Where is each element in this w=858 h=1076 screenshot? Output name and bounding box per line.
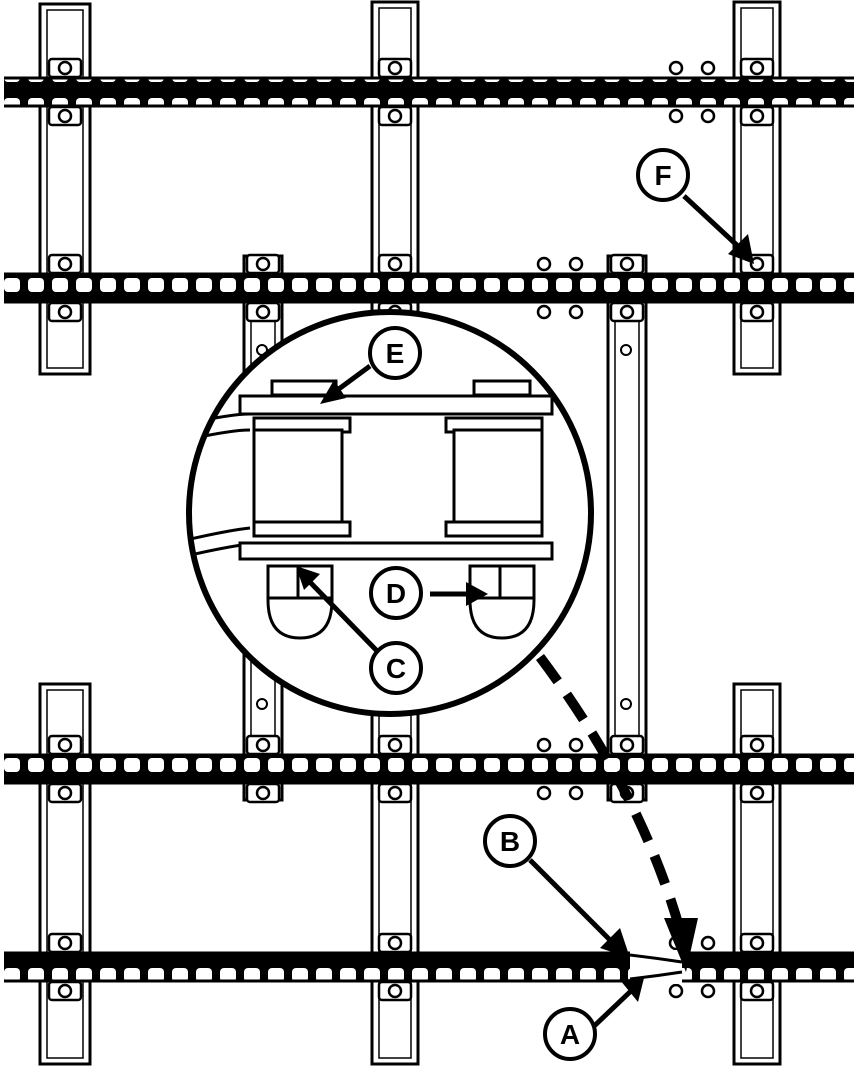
dashed-connector-arrowhead bbox=[664, 918, 698, 972]
callout-e: E bbox=[368, 326, 422, 380]
slat bbox=[606, 254, 648, 802]
detail-magnifier bbox=[186, 309, 594, 717]
slat-attachment bbox=[245, 253, 281, 323]
connecting-link-clip bbox=[700, 60, 716, 124]
slat-attachment bbox=[377, 734, 413, 804]
slat-attachment bbox=[739, 734, 775, 804]
slat-attachment bbox=[739, 253, 775, 323]
callout-f-label: F bbox=[654, 160, 671, 191]
slat-attachment bbox=[47, 734, 83, 804]
connecting-link-clip bbox=[568, 256, 584, 320]
roller-chain bbox=[4, 951, 854, 983]
chain-group bbox=[4, 57, 854, 1002]
callout-a-label: A bbox=[560, 1019, 580, 1050]
callout-d-label: D bbox=[386, 578, 406, 609]
detail-chain-link bbox=[191, 379, 554, 640]
slat-attachment bbox=[245, 734, 281, 804]
roller-chain bbox=[4, 76, 854, 108]
slat-attachment bbox=[47, 253, 83, 323]
leader-arrows bbox=[296, 194, 754, 1032]
slat-attachment bbox=[739, 57, 775, 127]
slat-attachment bbox=[739, 932, 775, 1002]
callout-a: A bbox=[543, 1007, 597, 1061]
callout-b-label: B bbox=[500, 826, 520, 857]
slat-attachment bbox=[377, 932, 413, 1002]
connecting-link-clip bbox=[536, 256, 552, 320]
callout-e-label: E bbox=[386, 338, 405, 369]
callout-c-label: C bbox=[386, 653, 406, 684]
callout-b: B bbox=[483, 814, 537, 868]
callout-d: D bbox=[369, 566, 423, 620]
bolt-hole bbox=[256, 698, 268, 710]
slat-attachment bbox=[47, 932, 83, 1002]
callout-f: F bbox=[636, 148, 690, 202]
bolt-hole bbox=[620, 344, 632, 356]
callout-c: C bbox=[369, 641, 423, 695]
connecting-link-clip bbox=[700, 935, 716, 999]
chain-gap-edge bbox=[629, 953, 683, 981]
dashed-connector bbox=[536, 653, 685, 932]
roller-chain bbox=[4, 272, 854, 304]
slat-attachment bbox=[609, 253, 645, 323]
connecting-link-clip bbox=[536, 737, 552, 801]
slat-attachment bbox=[47, 57, 83, 127]
roller-chain bbox=[4, 753, 854, 785]
slat-attachment bbox=[377, 57, 413, 127]
bolt-hole bbox=[620, 698, 632, 710]
connecting-link-clip bbox=[568, 737, 584, 801]
connecting-link-clip bbox=[668, 60, 684, 124]
